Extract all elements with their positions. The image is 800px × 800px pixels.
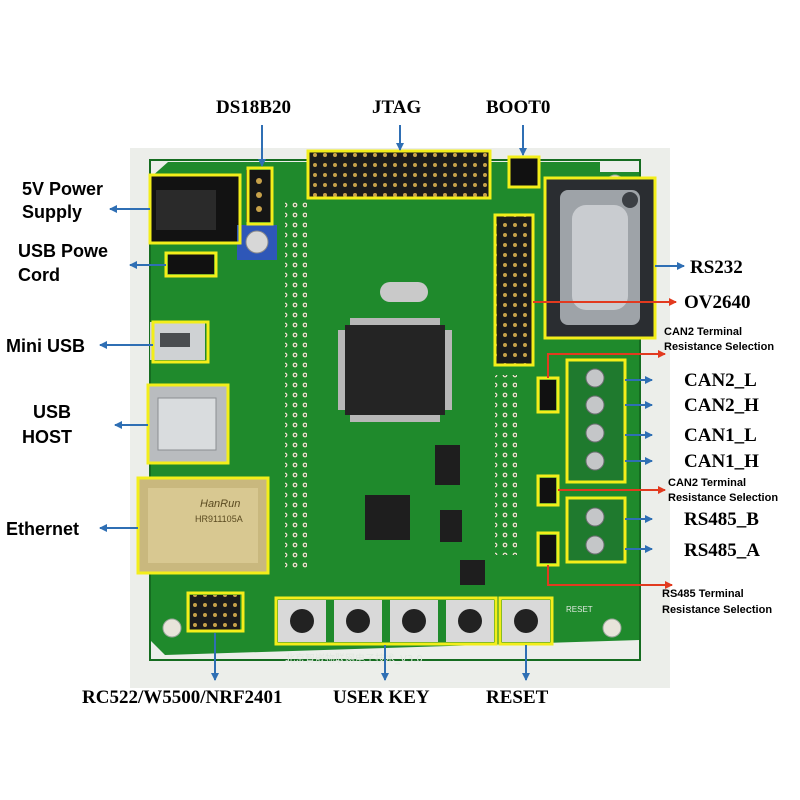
power-supply-label-line2: Supply	[22, 202, 83, 222]
usb-host-label-line2: HOST	[22, 427, 73, 447]
reset-silk-text: RESET	[566, 605, 593, 614]
rs485-jumper	[540, 535, 556, 563]
rs232-label: RS232	[690, 257, 743, 278]
boot0-jumper	[510, 158, 538, 186]
can2-selection2-label-line1: CAN2 Terminal	[668, 477, 747, 489]
can2-selection-label-line1: CAN2 Terminal	[664, 326, 743, 338]
mini-usb-label: Mini USB	[6, 336, 85, 356]
usb-power-label-line1: USB Powe	[18, 241, 109, 261]
can2-jumper	[540, 380, 556, 410]
can1-l-label: CAN1_L	[684, 425, 757, 446]
red-callout-arrows	[533, 298, 677, 589]
small-chip	[435, 445, 460, 485]
ethernet-part-text: HR911105A	[195, 514, 243, 524]
rs485-a-label: RS485_A	[684, 540, 761, 561]
ov2640-header	[495, 215, 533, 365]
usb-power-label-line2: Cord	[18, 265, 60, 285]
rs485-selection-label-line2: Resistance Selection	[662, 604, 773, 616]
secondary-chip	[365, 495, 410, 540]
ds18b20-label: DS18B20	[216, 97, 291, 118]
can2-selection2-label-line2: Resistance Selection	[668, 492, 779, 504]
user-key-label: USER KEY	[333, 687, 430, 708]
rs485-selection-label-line1: RS485 Terminal	[662, 588, 744, 600]
user-keys	[278, 600, 494, 642]
ethernet-brand-text: HanRun	[200, 498, 240, 510]
ov2640-label: OV2640	[684, 292, 751, 313]
can2-l-label: CAN2_L	[684, 370, 757, 391]
small-chip	[440, 510, 462, 542]
can2-h-label: CAN2_H	[684, 395, 759, 416]
board-silkscreen: 北京智嵌物联网电子技术_V3.0	[285, 652, 423, 665]
power-supply-label-line1: 5V Power	[22, 179, 104, 199]
jtag-header	[308, 152, 490, 198]
rc522-label: RC522/W5500/NRF2401	[82, 687, 283, 708]
rs485-b-label: RS485_B	[684, 509, 759, 530]
can1-jumper	[540, 478, 556, 503]
boot0-label: BOOT0	[486, 97, 551, 118]
main-mcu-chip	[345, 325, 445, 415]
can1-h-label: CAN1_H	[684, 451, 759, 472]
left-pin-header	[285, 200, 307, 570]
can2-selection-label-line2: Resistance Selection	[664, 341, 775, 353]
jtag-label: JTAG	[372, 97, 422, 118]
usb-host-label-line1: USB	[33, 402, 72, 422]
ethernet-label: Ethernet	[6, 519, 80, 539]
callout-arrows	[99, 125, 685, 681]
crystal	[380, 282, 428, 302]
usb-power-jumper	[168, 254, 214, 274]
terminal-screws	[585, 368, 605, 471]
small-chip	[460, 560, 485, 585]
rc522-header	[190, 595, 240, 630]
rs485-screws	[585, 507, 605, 555]
right-pin-header	[495, 375, 517, 555]
reset-label: RESET	[486, 687, 549, 708]
